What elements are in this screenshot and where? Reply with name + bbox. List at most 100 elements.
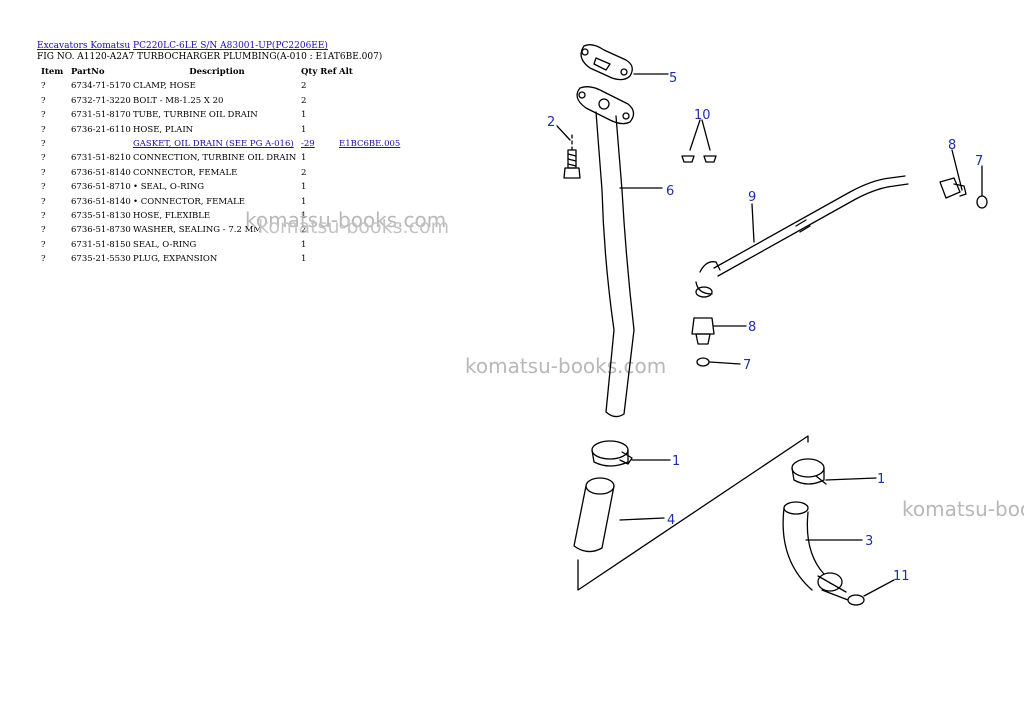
row-partno: 6732-71-3220 bbox=[71, 95, 131, 106]
breadcrumb-model-link[interactable]: PC220LC-6LE S/N A83001-UP(PC2206EE) bbox=[133, 41, 328, 51]
row-partno: 6736-51-8710 bbox=[71, 182, 131, 193]
callout-7-upper: 7 bbox=[975, 154, 983, 169]
callout-5: 5 bbox=[669, 71, 677, 86]
row-qty: 2 bbox=[301, 167, 307, 178]
hose-clamp-left bbox=[591, 440, 633, 467]
row-description: CLAMP, HOSE bbox=[133, 81, 196, 92]
row-item: ? bbox=[41, 239, 46, 250]
row-description: • CONNECTOR, FEMALE bbox=[133, 196, 246, 207]
row-item: ? bbox=[41, 196, 46, 207]
row-partno: 6736-21-6110 bbox=[71, 124, 131, 135]
row-qty: 1 bbox=[301, 153, 307, 164]
callout-3: 3 bbox=[865, 534, 873, 549]
row-partno: 6731-51-8210 bbox=[71, 153, 131, 164]
row-qty: 1 bbox=[301, 239, 307, 250]
row-partno: 6734-71-5170 bbox=[71, 81, 131, 92]
plain-hose bbox=[573, 477, 615, 553]
o-ring-right bbox=[976, 195, 988, 209]
row-item: ? bbox=[41, 182, 46, 193]
row-partno: 6731-51-8150 bbox=[71, 239, 131, 250]
row-qty: 1 bbox=[301, 182, 307, 193]
row-description: • SEAL, O-RING bbox=[133, 182, 205, 193]
callout-8-lower: 8 bbox=[748, 320, 756, 335]
row-qty: 2 bbox=[301, 225, 307, 236]
header-alt: Alt bbox=[339, 67, 353, 77]
row-qty: 1 bbox=[301, 124, 307, 135]
row-item: ? bbox=[41, 110, 46, 121]
row-qty: 1 bbox=[301, 254, 307, 265]
row-qty: 2 bbox=[301, 95, 307, 106]
table-row: ? GASKET, OIL DRAIN (SEE PG A-016) -29 E1BC… bbox=[37, 137, 409, 151]
female-connector-lower bbox=[691, 317, 715, 345]
row-partno: 6736-51-8730 bbox=[71, 225, 131, 236]
row-description: CONNECTION, TURBINE OIL DRAIN bbox=[133, 153, 297, 164]
row-description: HOSE, PLAIN bbox=[133, 124, 194, 135]
row-item: ? bbox=[41, 225, 46, 236]
row-partno: 6736-51-8140 bbox=[71, 167, 131, 178]
parts-table-header: Item PartNo Description Qty Ref Alt bbox=[37, 65, 409, 79]
callout-2: 2 bbox=[547, 115, 555, 130]
female-connector-right bbox=[939, 177, 967, 199]
callout-1-right: 1 bbox=[877, 472, 885, 487]
row-qty[interactable]: -29 bbox=[301, 139, 315, 150]
watermark: komatsu-books.com bbox=[902, 497, 1024, 521]
watermark: komatsu-books.com bbox=[245, 208, 447, 232]
callout-4: 4 bbox=[667, 513, 675, 528]
drain-tube bbox=[595, 111, 635, 418]
row-partno: 6735-21-5530 bbox=[71, 254, 131, 265]
row-description: PLUG, EXPANSION bbox=[133, 254, 218, 265]
row-item: ? bbox=[41, 211, 46, 222]
sealing-washers bbox=[681, 155, 717, 163]
row-description: TUBE, TURBINE OIL DRAIN bbox=[133, 110, 258, 121]
header-description: Description bbox=[189, 67, 245, 77]
callout-10: 10 bbox=[694, 108, 711, 123]
row-item: ? bbox=[41, 81, 46, 92]
callout-1-left: 1 bbox=[672, 454, 680, 469]
callout-8-upper: 8 bbox=[948, 138, 956, 153]
row-item: ? bbox=[41, 139, 46, 150]
gasket-part bbox=[580, 44, 633, 81]
header-item: Item bbox=[41, 67, 64, 77]
header-partno: PartNo bbox=[71, 67, 105, 77]
table-row: ? 6736-51-8140• CONNECTOR, FEMALE 1 bbox=[37, 195, 409, 209]
watermark: komatsu-books.com bbox=[258, 216, 450, 238]
row-item: ? bbox=[41, 153, 46, 164]
parts-table: Item PartNo Description Qty Ref Alt ?673… bbox=[37, 65, 409, 267]
row-item: ? bbox=[41, 254, 46, 265]
o-ring-lower bbox=[696, 357, 710, 367]
elbow-connection bbox=[782, 501, 849, 601]
watermark: komatsu-books.com bbox=[465, 354, 667, 378]
hose-clamp-right bbox=[791, 458, 827, 485]
breadcrumb-root-link[interactable]: Excavators Komatsu bbox=[37, 41, 131, 51]
row-qty: 1 bbox=[301, 196, 307, 207]
callout-9: 9 bbox=[748, 190, 756, 205]
row-item: ? bbox=[41, 124, 46, 135]
figure-title: FIG NO. A1120-A2A7 TURBOCHARGER PLUMBING… bbox=[37, 52, 383, 62]
row-description[interactable]: GASKET, OIL DRAIN (SEE PG A-016) bbox=[133, 139, 294, 150]
callout-6: 6 bbox=[666, 184, 674, 199]
row-description: SEAL, O-RING bbox=[133, 239, 197, 250]
drain-tube-flange bbox=[576, 86, 635, 125]
row-partno: 6736-51-8140 bbox=[71, 196, 131, 207]
header-qty-ref: Qty Ref bbox=[301, 67, 337, 77]
row-description: WASHER, SEALING - 7.2 MM bbox=[133, 225, 262, 236]
callout-7-lower: 7 bbox=[743, 358, 751, 373]
row-qty: 2 bbox=[301, 81, 307, 92]
table-row: ? 6736-51-8710• SEAL, O-RING 1 bbox=[37, 180, 409, 194]
row-ref[interactable]: E1BC6BE.005 bbox=[339, 139, 401, 150]
flexible-hose bbox=[695, 175, 909, 298]
row-qty: 1 bbox=[301, 110, 307, 121]
callout-11: 11 bbox=[893, 569, 910, 584]
o-ring-part bbox=[847, 594, 865, 606]
row-description: CONNECTOR, FEMALE bbox=[133, 167, 238, 178]
breadcrumb: Excavators Komatsu PC220LC-6LE S/N A8300… bbox=[37, 40, 328, 52]
row-description: HOSE, FLEXIBLE bbox=[133, 211, 211, 222]
